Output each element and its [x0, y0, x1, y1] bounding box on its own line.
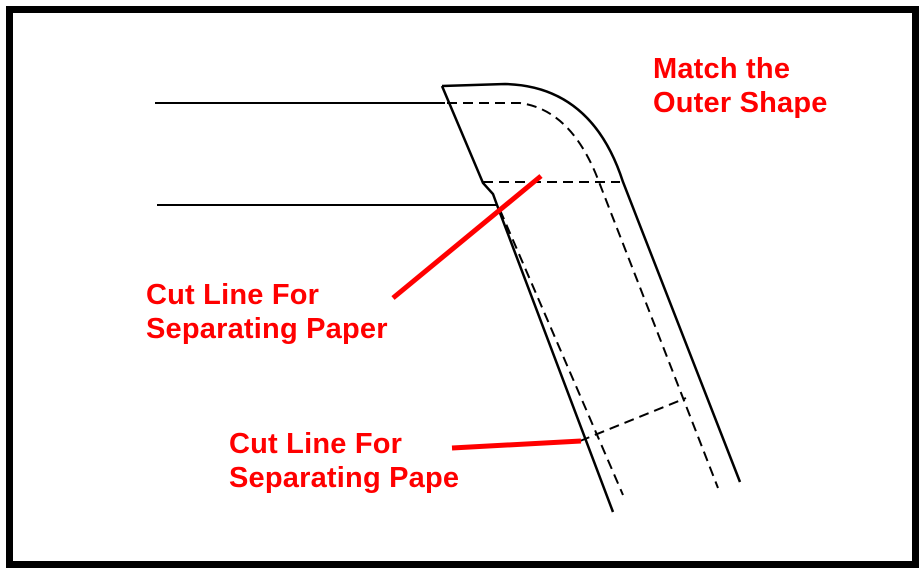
- inner-seam-dashed: [499, 209, 624, 496]
- lower-cut-line-annotation-line2: Separating Pape: [229, 462, 460, 494]
- lower-cross-cut-dashed: [579, 397, 687, 442]
- outer-shape-annotation: Match the Outer Shape: [653, 52, 828, 120]
- upper-cut-line-annotation: Cut Line For Separating Paper: [146, 278, 388, 346]
- upper-cut-leader-line: [391, 174, 543, 300]
- upper-cut-line-annotation-line1: Cut Line For: [146, 279, 320, 311]
- lower-cut-leader-line: [451, 438, 582, 451]
- diagram-frame: [6, 6, 919, 568]
- upper-cut-line-annotation-line2: Separating Paper: [146, 313, 388, 345]
- outer-outline: [441, 82, 742, 483]
- curved-seam-dashed: [447, 102, 719, 489]
- lower-cut-line-annotation-line1: Cut Line For: [229, 428, 403, 460]
- outer-shape-annotation-line2: Outer Shape: [653, 87, 828, 119]
- outer-shape-annotation-line1: Match the: [653, 53, 791, 85]
- inner-outline: [440, 85, 615, 513]
- lower-cut-line-annotation: Cut Line For Separating Pape: [229, 427, 459, 495]
